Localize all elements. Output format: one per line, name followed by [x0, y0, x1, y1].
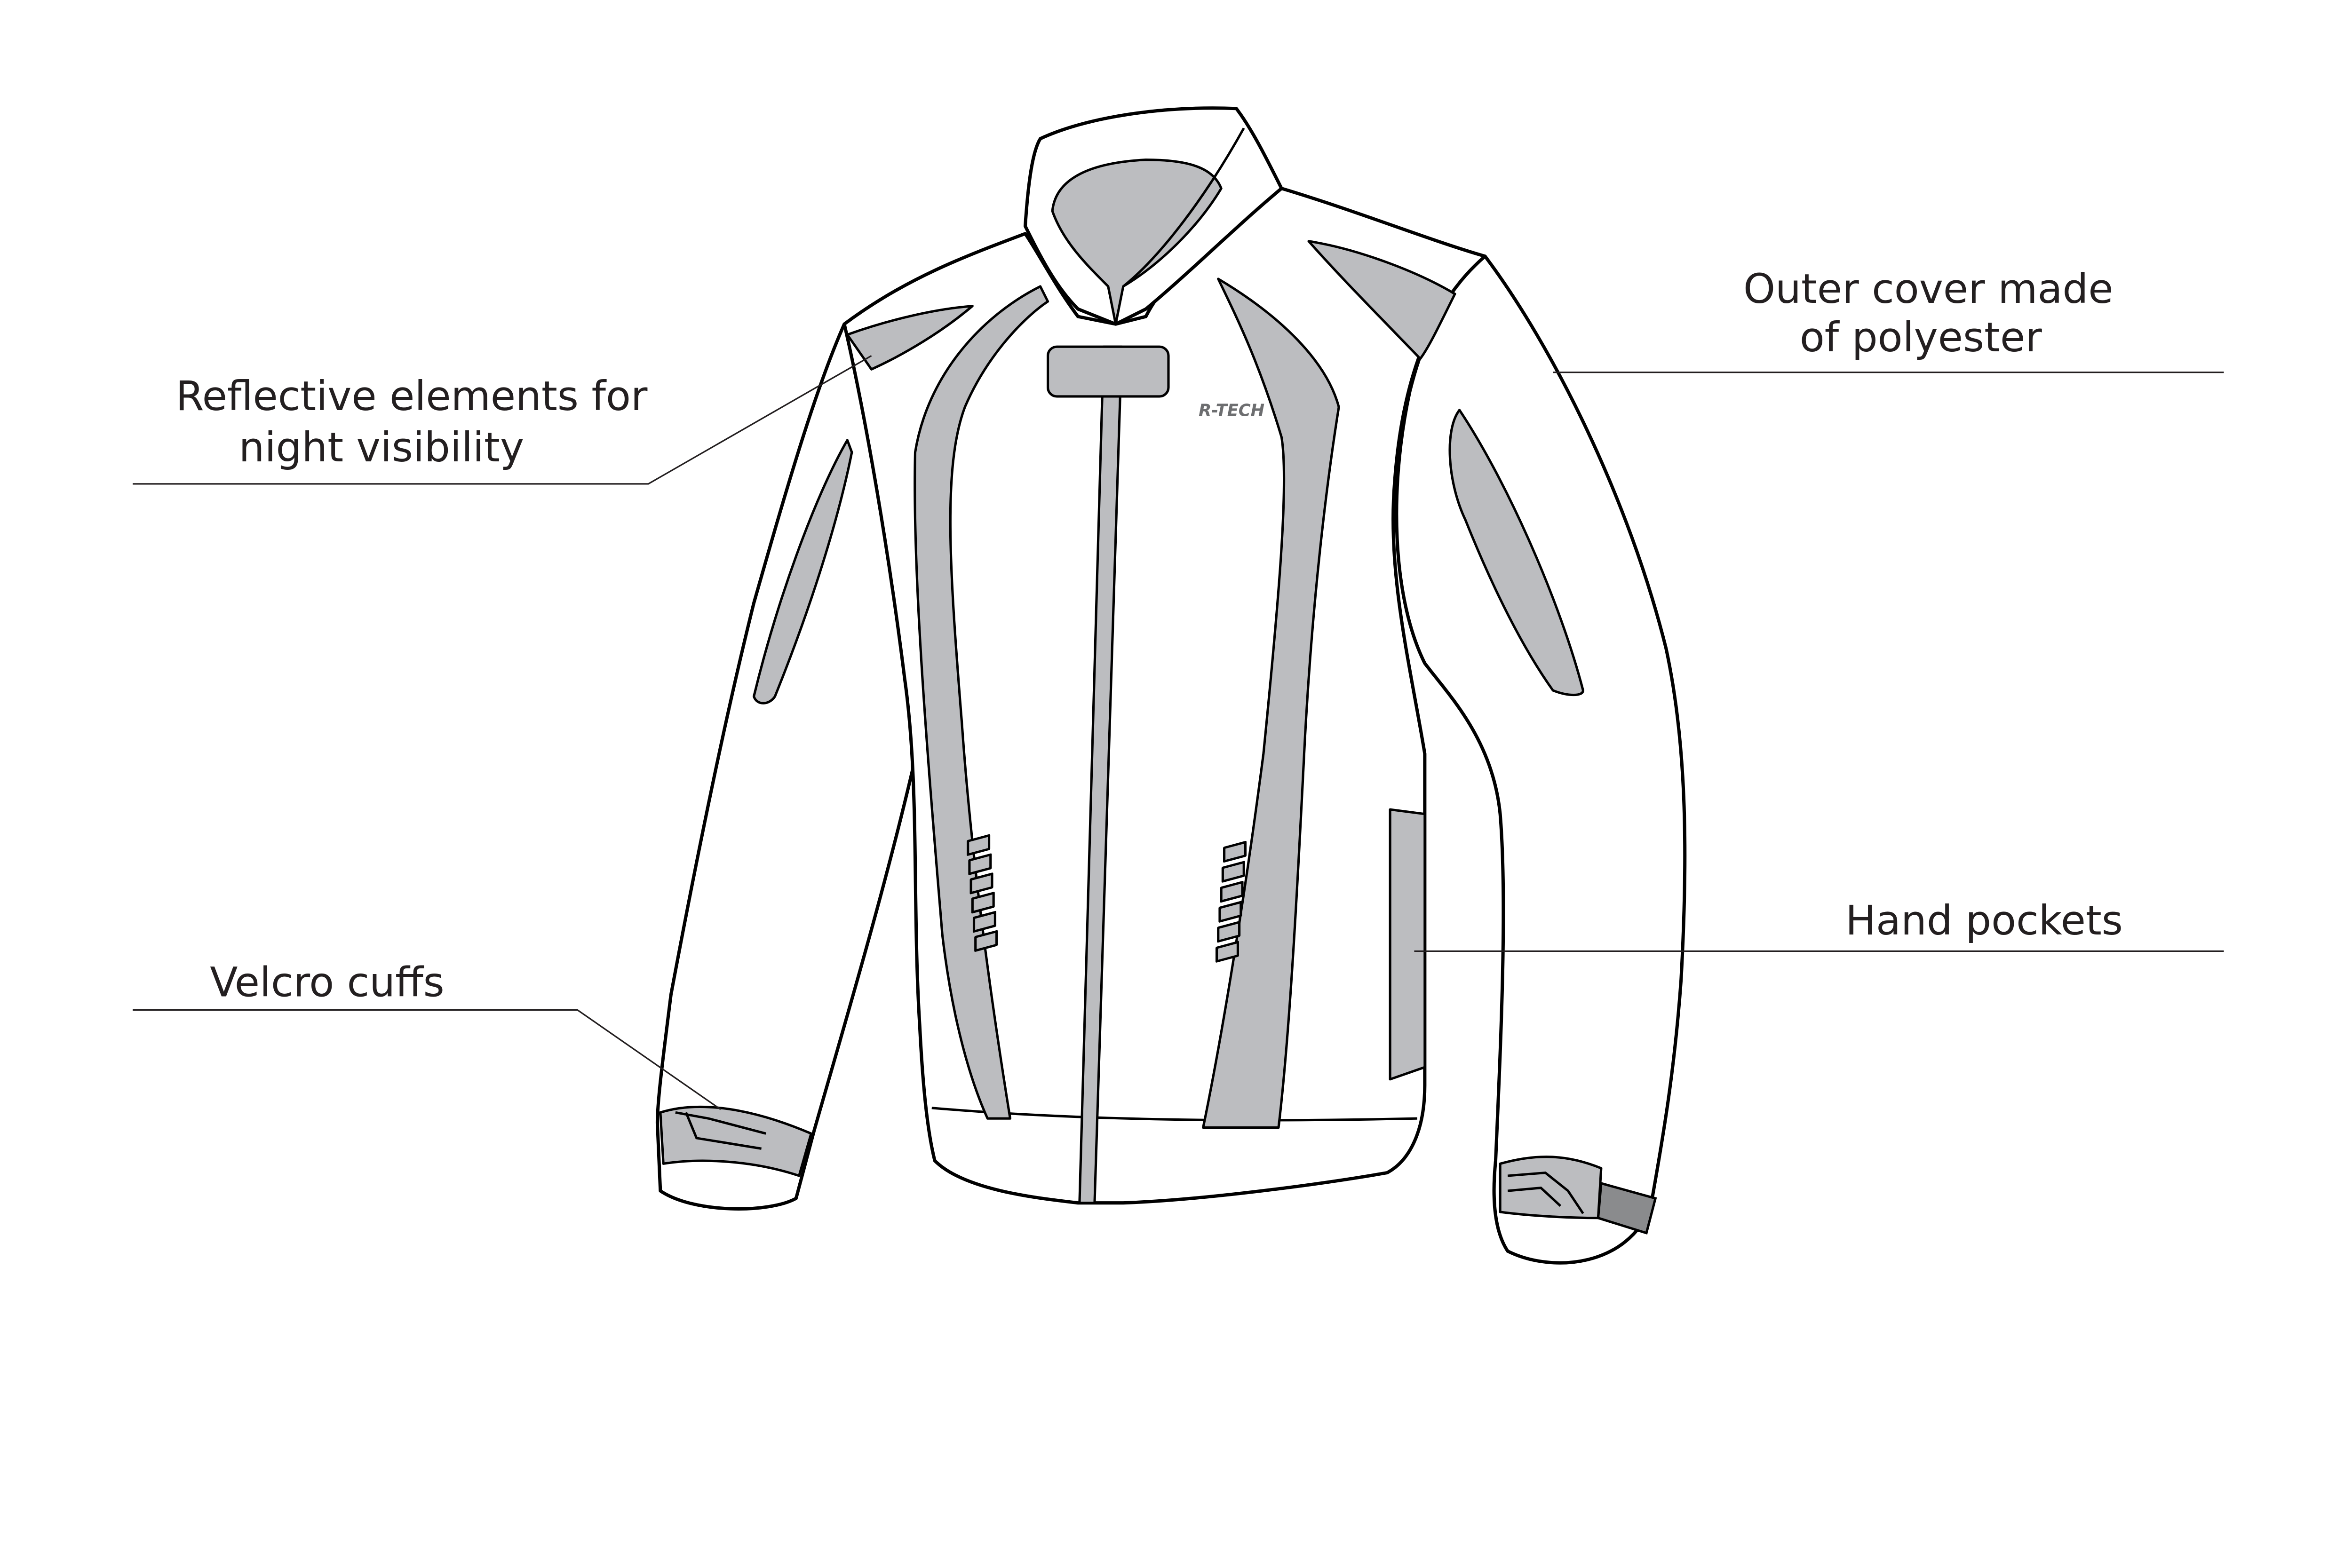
callout-velcro: Velcro cuffs [133, 959, 721, 1110]
right-cuff-strap [1597, 1181, 1657, 1235]
callout-hand-pockets: Hand pockets [1414, 897, 2224, 952]
leader-line [133, 355, 872, 485]
left-shoulder-reflective [846, 305, 974, 371]
right-chest-panel [1202, 277, 1340, 1129]
collar-tab [1047, 345, 1170, 398]
left-sleeve-reflective [753, 439, 853, 705]
right-vents [1215, 840, 1247, 963]
callout-label: Reflective elements for [176, 373, 648, 420]
collar-fold [1122, 127, 1245, 287]
right-velcro-cuff [1499, 1156, 1603, 1220]
right-cuff-chevron [1507, 1171, 1584, 1214]
right-sleeve [1395, 254, 1687, 1265]
left-cuff-chevron [675, 1111, 766, 1150]
callout-label: night visibility [239, 424, 524, 471]
left-sleeve [655, 322, 922, 1211]
left-vents [967, 834, 998, 952]
hand-pocket [1389, 808, 1426, 1081]
callout-reflective: Reflective elements for night visibility [133, 355, 872, 485]
callout-label: Hand pockets [1845, 897, 2123, 944]
right-shoulder-reflective [1307, 240, 1456, 360]
jacket-illustration: R-TECH [655, 106, 1687, 1265]
left-velcro-cuff [659, 1105, 812, 1177]
callout-outer-cover: Outer cover made of polyester [1553, 266, 2224, 373]
leader-line [133, 1009, 721, 1110]
brand-logo: R-TECH [1199, 401, 1264, 420]
collar-lining [1051, 158, 1223, 325]
callout-label: Outer cover made [1743, 266, 2114, 313]
jacket-diagram: R-TECH Reflective elements for night vis… [133, 106, 2224, 1265]
callout-label: of polyester [1800, 314, 2042, 361]
callout-label: Velcro cuffs [210, 959, 444, 1006]
right-sleeve-reflective [1448, 409, 1584, 697]
left-chest-panel [914, 285, 1049, 1120]
